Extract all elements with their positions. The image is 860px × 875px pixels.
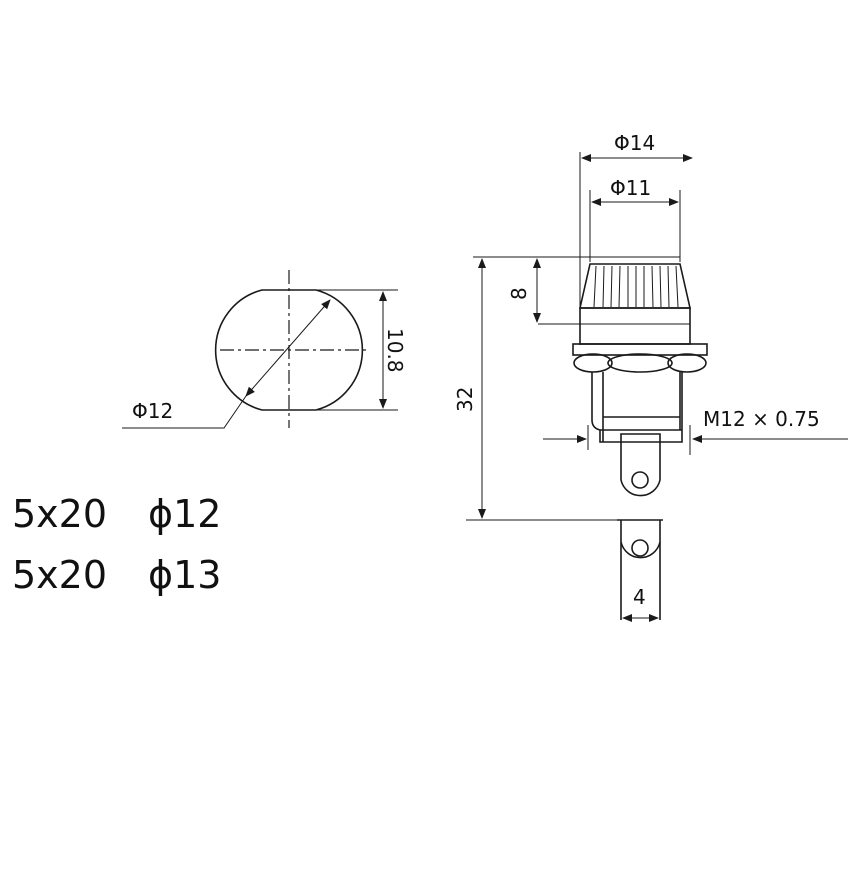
terminal-width-label: 4 xyxy=(633,585,646,609)
variant-1-hole: ϕ12 xyxy=(148,492,221,536)
variant-1-fuse-size: 5x20 xyxy=(12,492,107,536)
cap-outer-diameter-label: Φ14 xyxy=(614,131,655,155)
terminal-upper xyxy=(620,433,661,497)
threaded-body xyxy=(591,372,683,443)
cap-inner-diameter-label: Φ11 xyxy=(610,176,651,200)
cap-height-label: 8 xyxy=(507,287,531,300)
diameter-leader xyxy=(122,395,247,429)
flange xyxy=(572,343,708,356)
terminal-lower-arc xyxy=(620,541,661,559)
flat-height-label: 10.8 xyxy=(383,328,407,373)
variant-2-hole: ϕ13 xyxy=(148,553,221,597)
hex-nut xyxy=(573,353,707,373)
knurled-cap xyxy=(578,263,692,309)
overall-length-label: 32 xyxy=(453,387,477,412)
cap-base xyxy=(579,307,691,345)
thread-spec-label: M12 × 0.75 xyxy=(703,407,820,431)
front-view-cutout: Φ12 10.8 xyxy=(122,270,407,429)
variant-2-fuse-size: 5x20 xyxy=(12,553,107,597)
variants-list: 5x20 ϕ12 5x20 ϕ13 xyxy=(12,492,221,597)
terminal-lower xyxy=(620,520,661,620)
terminal-upper-hole xyxy=(631,471,649,489)
side-view-fuse-holder: Φ14 Φ11 8 xyxy=(453,131,848,622)
terminal-lower-hole xyxy=(631,539,649,557)
knurl-lines xyxy=(593,265,679,308)
diameter-dimension-line xyxy=(245,299,331,397)
front-diameter-label: Φ12 xyxy=(132,399,173,423)
